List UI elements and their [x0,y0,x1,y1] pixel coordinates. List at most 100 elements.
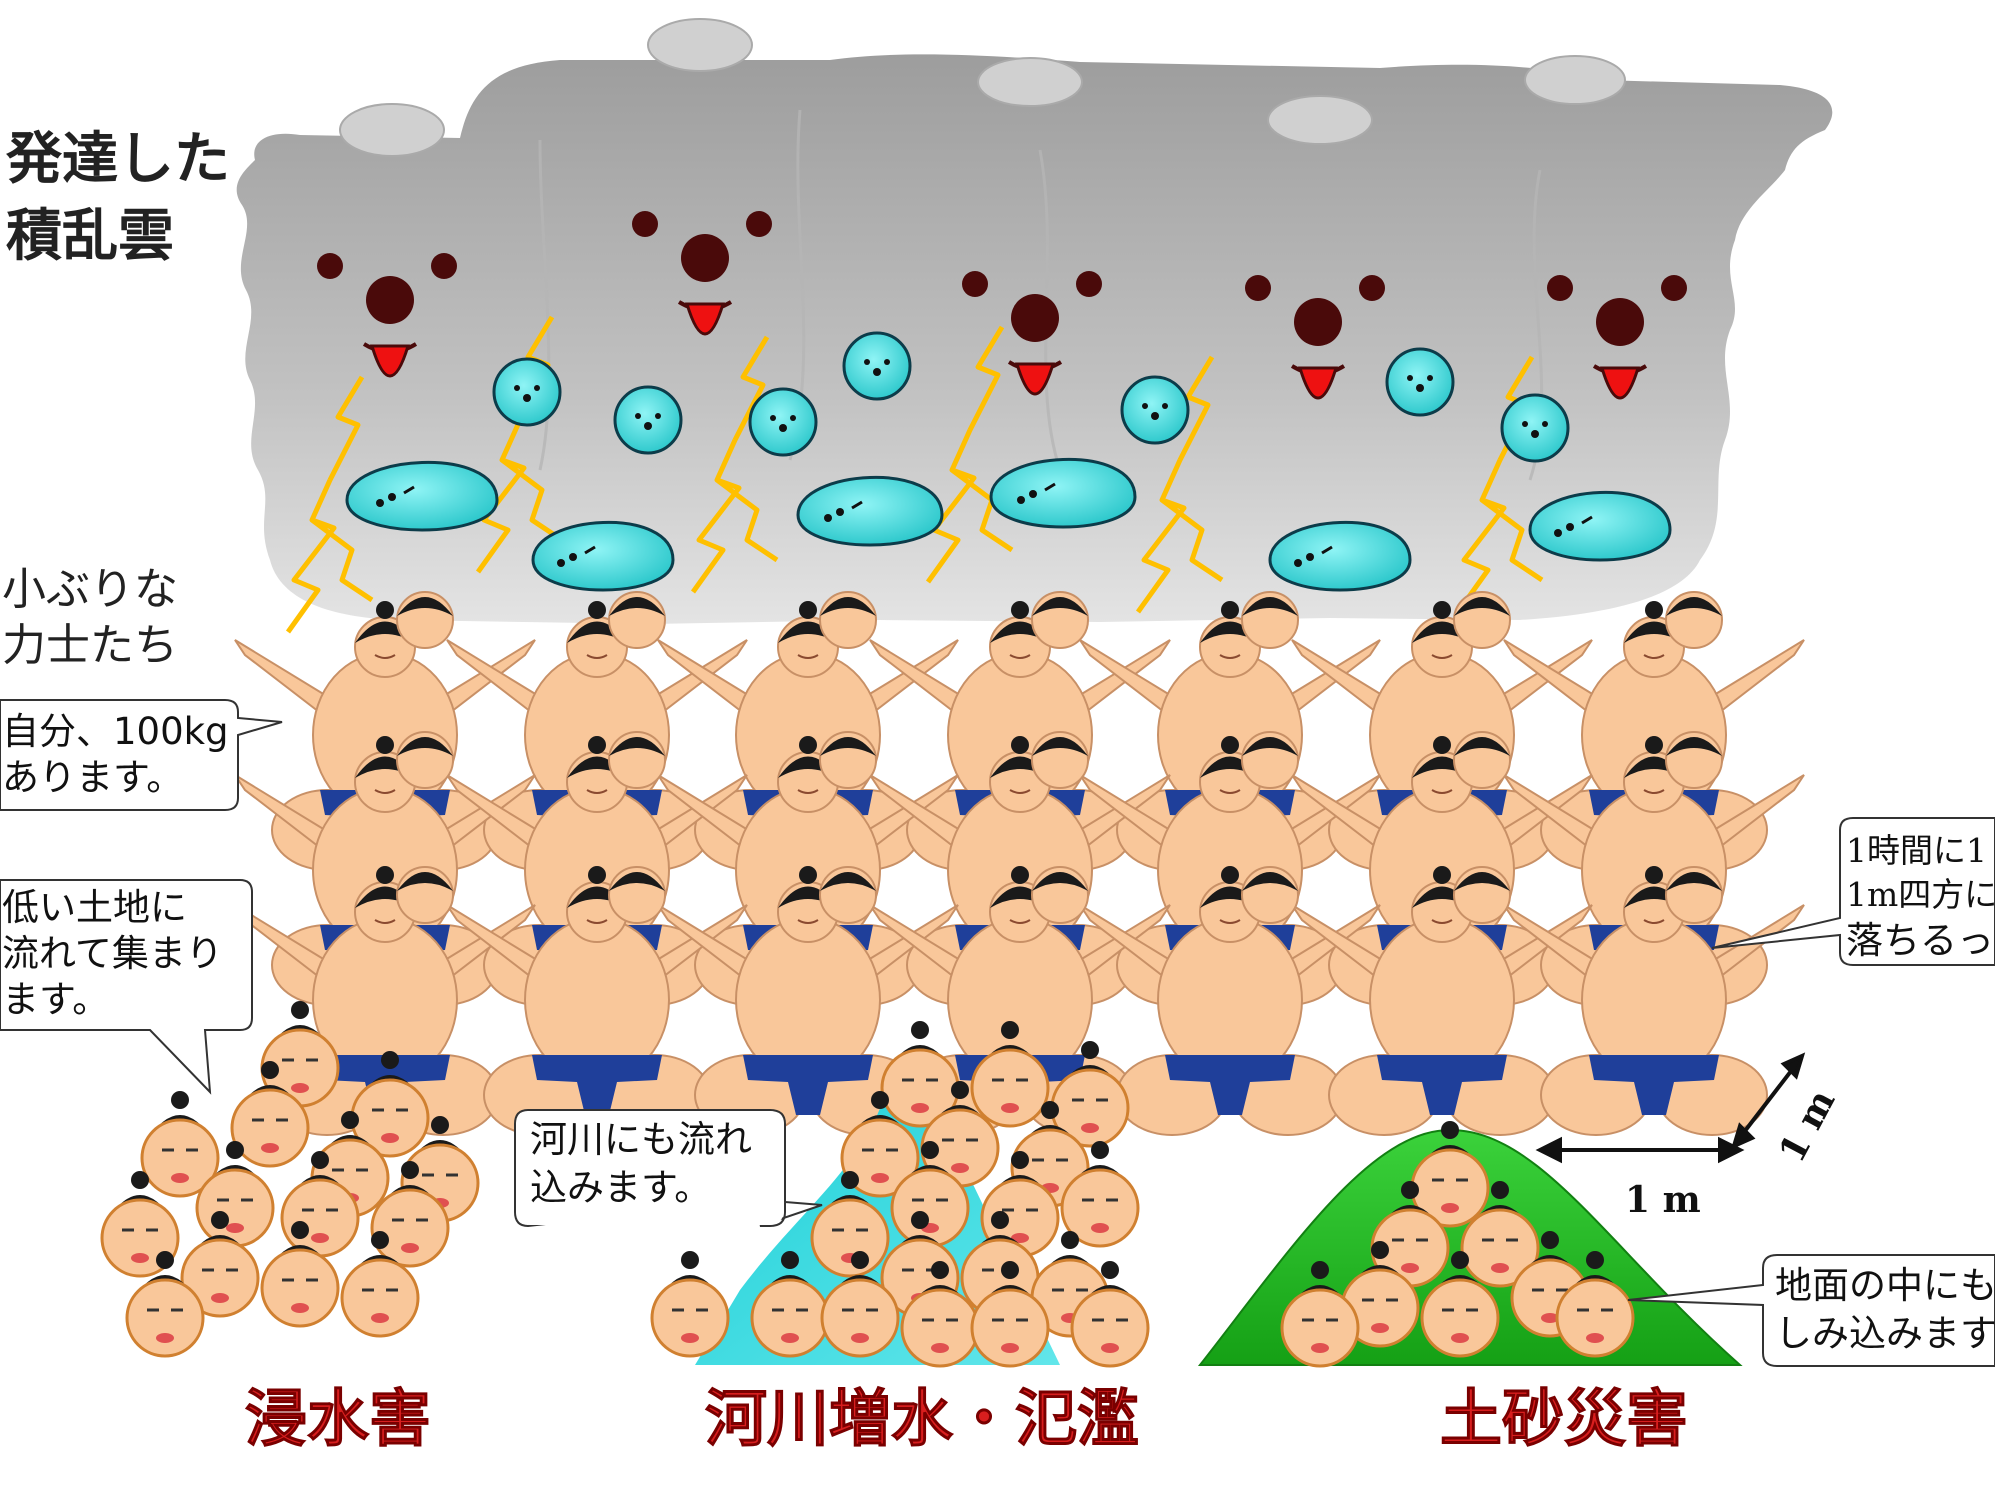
sumo-head [1420,1251,1500,1358]
seal-body [989,458,1137,529]
sumo-head [1410,1121,1490,1228]
sumo-head [1340,1241,1420,1348]
seal-head [748,387,818,457]
seals-group [345,331,1672,592]
wrestlers-label-line1: 小ぶりな [2,564,178,615]
svg-text:河川にも流れ: 河川にも流れ [530,1118,752,1161]
sumo-head [970,1261,1050,1368]
sumo-head [750,1251,830,1358]
sumo-head [230,1061,310,1168]
sumo-head [1460,1181,1540,1288]
svg-text:ます。: ます。 [2,978,109,1021]
seal-body [531,521,675,592]
cloud-puffs [339,18,1626,157]
sumo-head [1070,1261,1150,1368]
sumo-head [970,1021,1050,1128]
sumo-head [260,1001,340,1108]
seal-head [1120,375,1190,445]
bear-faces-group [317,211,1687,400]
sumo-head [260,1221,340,1328]
sumo-heads-group [100,1001,1635,1368]
sumo-wrestler [1291,866,1593,1136]
sumo-wrestler-back-head [396,591,454,649]
sumo-wrestler-back-head [1665,731,1723,789]
measure-diagonal-label: 1 m [1771,1083,1844,1170]
callout-lowland: 低い土地に 流れて集まり ます。 [0,879,253,1095]
disaster-river-label: 河川増水・氾濫 [705,1382,1139,1455]
sumo-wrestler-back-head [1031,591,1089,649]
seal-head [492,357,562,427]
sumo-wrestler-back-head [1031,866,1089,924]
sumo-wrestler-back-head [1241,866,1299,924]
svg-text:自分、100kg: 自分、100kg [2,710,229,753]
sumo-head [140,1091,220,1198]
seal-body [796,476,944,547]
measurement-arrows [1535,1052,1806,1164]
bear-face [962,271,1102,396]
callout-weight: 自分、100kg あります。 [0,699,283,811]
sumo-head [180,1211,260,1318]
svg-text:地面の中にも: 地面の中にも [1775,1264,1995,1307]
sumo-wrestler-back-head [396,731,454,789]
seal-body [345,461,499,532]
sumo-wrestler-back-head [1665,591,1723,649]
sumo-head [125,1251,205,1358]
sumo-head [370,1161,450,1268]
svg-text:低い土地に: 低い土地に [2,886,187,929]
svg-text:落ちるっ: 落ちるっ [1846,919,1994,962]
bear-face [632,211,772,336]
sumo-head [1050,1041,1130,1148]
svg-text:しみ込みます: しみ込みます [1775,1312,1995,1355]
sumo-head [1555,1251,1635,1358]
sumo-wrestler [1503,866,1805,1136]
wrestlers-label-line2: 力士たち [2,620,178,671]
svg-text:1時間に1: 1時間に1 [1846,831,1987,870]
measure-horizontal-label: 1 m [1625,1179,1701,1221]
cloud-title-line2: 積乱雲 [6,204,174,269]
seal-head [1500,393,1570,463]
sumo-wrestler-back-head [819,731,877,789]
sumo-wrestler-back-head [819,866,877,924]
lightning-bolt [1135,355,1224,614]
cloud-title-line1: 発達した [6,127,230,192]
sumo-wrestler-back-head [608,591,666,649]
sumo-wrestler-back-head [1453,866,1511,924]
lightning-bolt [690,335,779,594]
seal-head [613,385,683,455]
callout-river: 河川にも流れ 込みます。 [514,1109,823,1228]
disaster-flooding-label: 浸水害 [245,1382,431,1455]
bear-face [317,253,457,378]
seal-body [1268,521,1412,592]
lightning-bolt [925,325,1014,584]
callout-rainfall: 1時間に1 1m四方に 落ちるっ [1711,817,1995,966]
sumo-wrestler [1079,866,1381,1136]
sumo-wrestler-back-head [1241,591,1299,649]
sumo-head [820,1251,900,1358]
sumo-wrestler-back-head [1453,591,1511,649]
sumo-head [890,1141,970,1248]
lightning-bolt [285,375,374,634]
sumo-wrestler-back-head [608,731,666,789]
bear-face [1245,275,1385,400]
sumo-wrestler-back-head [1241,731,1299,789]
bear-face [1547,275,1687,400]
sumo-wrestler-back-head [396,866,454,924]
sumo-wrestler-back-head [1453,731,1511,789]
callout-ground: 地面の中にも しみ込みます [1627,1254,1995,1367]
sumo-head [1280,1261,1360,1368]
svg-text:流れて集まり: 流れて集まり [2,932,223,975]
seal-head [842,331,912,401]
sumo-head [340,1231,420,1338]
sumo-head [900,1261,980,1368]
sumo-wrestler-back-head [819,591,877,649]
sumo-head [1060,1141,1140,1248]
sumo-wrestler-grid [234,591,1805,1136]
svg-text:1m四方に: 1m四方に [1846,875,1995,914]
sumo-head [650,1251,730,1358]
sumo-wrestler-back-head [608,866,666,924]
seal-head [1385,347,1455,417]
disaster-landslide-label: 土砂災害 [1440,1382,1688,1455]
sumo-head [840,1091,920,1198]
sumo-wrestler-back-head [1031,731,1089,789]
